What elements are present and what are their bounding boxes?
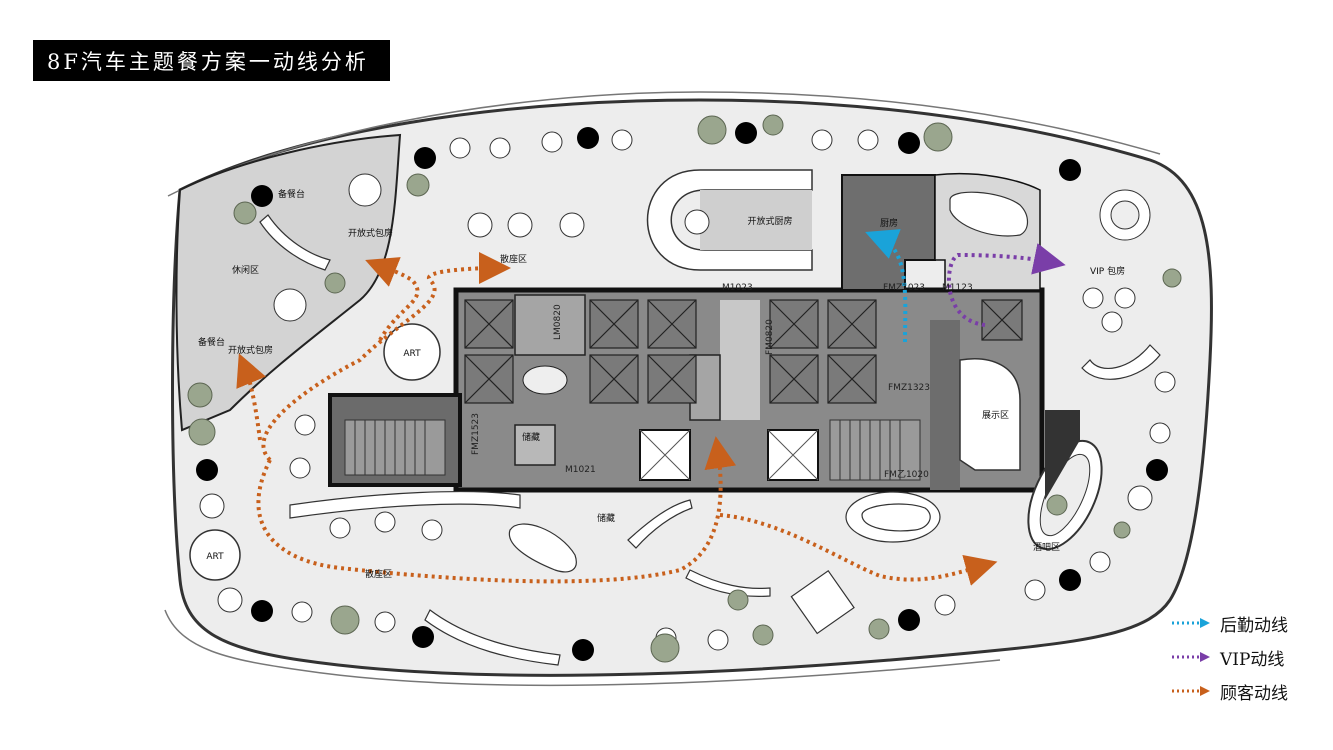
label-servery-2: 备餐台 bbox=[198, 336, 225, 348]
customer-flow-line-5 bbox=[719, 513, 998, 586]
door-fmz1023: FMZ1023 bbox=[883, 283, 925, 293]
legend-swatch-logistics bbox=[1172, 618, 1210, 628]
legend-swatch-vip bbox=[1172, 652, 1210, 662]
legend-label-vip: VIP动线 bbox=[1220, 649, 1285, 670]
label-rest-area: 休闲区 bbox=[232, 264, 259, 276]
legend-item-vip: VIP动线 bbox=[1170, 640, 1320, 674]
table-sets bbox=[199, 129, 1176, 651]
page-title: 8F汽车主题餐方案一动线分析 bbox=[33, 40, 390, 81]
structural-columns bbox=[196, 122, 1168, 661]
door-m1021: M1021 bbox=[565, 465, 596, 475]
label-dining-top: 散座区 bbox=[500, 253, 527, 265]
label-open-private-2: 开放式包房 bbox=[228, 344, 273, 356]
door-lm0820: LM0820 bbox=[553, 304, 563, 340]
legend-label-logistics: 后勤动线 bbox=[1220, 615, 1288, 636]
legend-item-logistics: 后勤动线 bbox=[1170, 606, 1320, 640]
label-art-2: ART bbox=[206, 552, 224, 562]
label-vip-room: VIP 包房 bbox=[1090, 265, 1125, 277]
plants bbox=[187, 114, 1182, 663]
door-m1023: M1023 bbox=[722, 283, 753, 293]
customer-flow-line-4 bbox=[256, 436, 737, 584]
label-art-1: ART bbox=[403, 349, 421, 359]
label-exhibition: 展示区 bbox=[982, 410, 1009, 421]
logistics-flow-line bbox=[865, 229, 908, 343]
label-bar: 酒吧区 bbox=[1033, 542, 1060, 553]
customer-flow-line-2 bbox=[365, 257, 420, 341]
legend-item-customer: 顾客动线 bbox=[1170, 674, 1320, 708]
vip-flow-line bbox=[947, 243, 1066, 327]
label-dining-bottom: 散座区 bbox=[365, 568, 392, 580]
label-kitchen: 厨房 bbox=[880, 217, 898, 229]
label-open-private-1: 开放式包房 bbox=[348, 227, 393, 239]
legend-swatch-customer bbox=[1172, 686, 1210, 696]
door-fmb1020: FM乙1020 bbox=[884, 469, 929, 480]
door-m1123: M1123 bbox=[942, 283, 973, 293]
label-storage-2: 储藏 bbox=[597, 512, 615, 524]
label-servery-1: 备餐台 bbox=[278, 188, 305, 200]
legend-label-customer: 顾客动线 bbox=[1220, 683, 1288, 704]
legend: 后勤动线 VIP动线 顾客动线 bbox=[1170, 606, 1320, 708]
door-fm0820: FM0820 bbox=[765, 319, 775, 355]
open-private-zone bbox=[175, 133, 402, 432]
label-storage-1: 储藏 bbox=[522, 431, 540, 443]
label-open-kitchen: 开放式厨房 bbox=[747, 215, 792, 227]
door-fmz1323: FMZ1323 bbox=[888, 383, 930, 393]
door-fmz1523: FMZ1523 bbox=[471, 413, 481, 455]
